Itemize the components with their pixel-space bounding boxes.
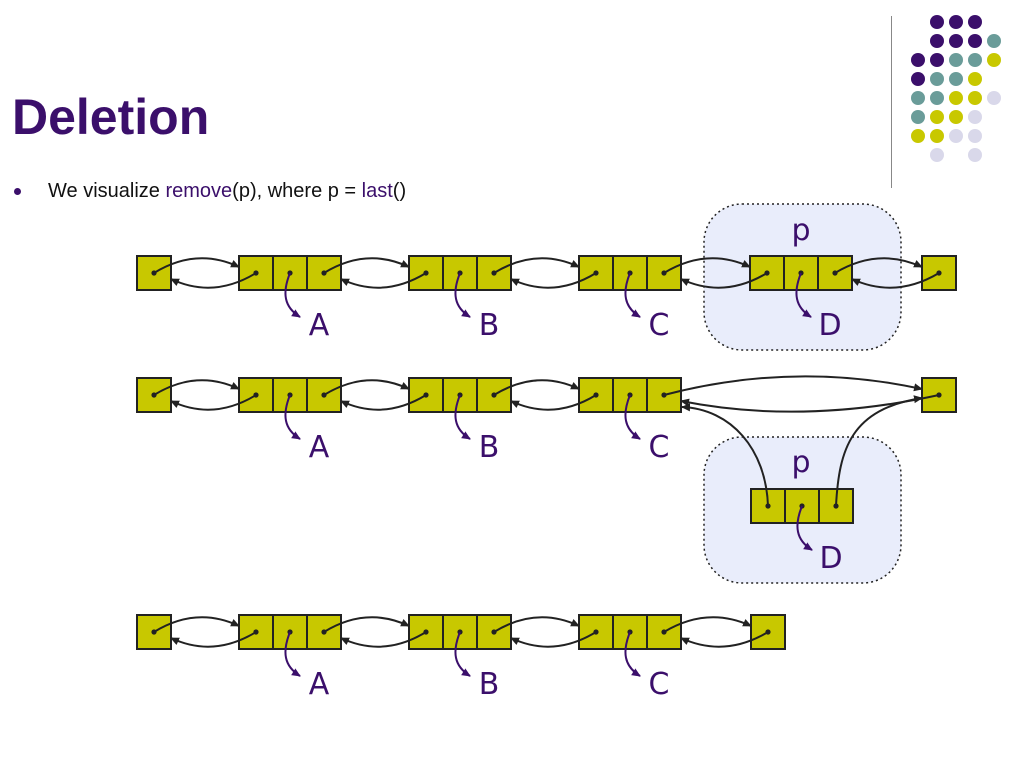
bullet-text-prefix: We visualize bbox=[48, 180, 166, 202]
row-after-next-link-1 bbox=[323, 616, 410, 633]
row-before-node-d-elem-label: D bbox=[818, 308, 841, 343]
row-before-node-b-elem-arrow bbox=[454, 272, 471, 318]
decor-dot bbox=[930, 53, 944, 67]
bullet-fn-remove: remove bbox=[165, 180, 233, 202]
row-before-node-b-elem-label: B bbox=[479, 308, 500, 343]
position-label-detached: p bbox=[791, 445, 810, 480]
decor-dot bbox=[911, 91, 925, 105]
row-before-node-a-elem-arrow bbox=[284, 272, 301, 318]
row-after-node-c-elem-arrow bbox=[624, 631, 641, 677]
decor-dot bbox=[949, 91, 963, 105]
decor-dot bbox=[987, 53, 1001, 67]
decor-dot bbox=[930, 148, 944, 162]
position-label-top: p bbox=[791, 213, 810, 248]
row-before-trailer bbox=[921, 255, 957, 291]
row-before-next-link-3 bbox=[663, 257, 751, 274]
row-after-next-link-0 bbox=[153, 616, 240, 633]
row-after-node-a-elem-label: A bbox=[309, 667, 330, 702]
row-before-node-c-elem-arrow bbox=[624, 272, 641, 318]
row-after-node-b-elem-arrow bbox=[454, 631, 471, 677]
row-before-prev-link-trailer bbox=[851, 272, 940, 289]
decor-dot bbox=[968, 129, 982, 143]
row-during-node-c-elem-label: C bbox=[649, 430, 670, 465]
decor-dot bbox=[968, 148, 982, 162]
decor-dot bbox=[949, 53, 963, 67]
row-during-prev-link-0 bbox=[170, 394, 257, 411]
row-during-node-c-elem-arrow bbox=[624, 394, 641, 440]
decor-dot bbox=[968, 15, 982, 29]
decor-dot bbox=[949, 15, 963, 29]
detached-node-d-elem-label: D bbox=[819, 541, 842, 576]
row-during-node-a-elem-arrow bbox=[284, 394, 301, 440]
row-after-prev-link-1 bbox=[340, 631, 427, 648]
decor-divider bbox=[891, 16, 892, 188]
bullet-fn-last: last bbox=[361, 180, 393, 202]
decor-dot bbox=[968, 91, 982, 105]
decor-dot bbox=[949, 129, 963, 143]
detached-node-d-elem-arrow bbox=[796, 505, 813, 551]
decor-dot bbox=[968, 53, 982, 67]
decor-dot bbox=[930, 129, 944, 143]
decor-dot bbox=[949, 72, 963, 86]
bullet-text-mid: (p), where p = bbox=[232, 180, 362, 202]
row-before-next-link-0 bbox=[153, 257, 240, 274]
decor-dot bbox=[968, 34, 982, 48]
row-before-next-link-1 bbox=[323, 257, 410, 274]
row-after-prev-link-0 bbox=[170, 631, 257, 648]
decor-dot bbox=[987, 34, 1001, 48]
row-during-node-a-elem-label: A bbox=[309, 430, 330, 465]
row-after-next-link-2 bbox=[493, 616, 580, 633]
detached-prev-link bbox=[681, 403, 769, 507]
row-before-next-link-trailer bbox=[834, 257, 923, 274]
row-during-next-link-2 bbox=[493, 379, 580, 396]
decor-dot bbox=[911, 129, 925, 143]
decor-dot bbox=[911, 53, 925, 67]
row-during-next-link-1 bbox=[323, 379, 410, 396]
decor-dot bbox=[911, 110, 925, 124]
row-after-prev-link-2 bbox=[510, 631, 597, 648]
row-after-node-c-elem-label: C bbox=[649, 667, 670, 702]
row-after-next-link-trailer bbox=[663, 616, 752, 633]
decor-dot bbox=[968, 110, 982, 124]
row-during-next-link-0 bbox=[153, 379, 240, 396]
row-after-node-a-elem-arrow bbox=[284, 631, 301, 677]
bullet-dot-icon bbox=[14, 188, 21, 195]
decor-dot bbox=[930, 91, 944, 105]
row-during-node-b-elem-label: B bbox=[479, 430, 500, 465]
row-during-next-link-trailer bbox=[663, 375, 923, 396]
row-during-node-b-elem-arrow bbox=[454, 394, 471, 440]
row-before-node-c-elem-label: C bbox=[649, 308, 670, 343]
decor-dot bbox=[930, 72, 944, 86]
bullet-text-suffix: () bbox=[392, 180, 407, 202]
row-before-next-link-2 bbox=[493, 257, 580, 274]
decor-dot bbox=[968, 72, 982, 86]
decor-dot-grid bbox=[911, 15, 1001, 162]
decor-dot bbox=[949, 110, 963, 124]
decor-dot bbox=[987, 91, 1001, 105]
row-during-prev-link-1 bbox=[340, 394, 427, 411]
decor-dot bbox=[930, 34, 944, 48]
row-after-trailer bbox=[750, 614, 786, 650]
row-before-prev-link-2 bbox=[510, 272, 597, 289]
decor-dot bbox=[930, 15, 944, 29]
decor-dot bbox=[949, 34, 963, 48]
row-before-prev-link-1 bbox=[340, 272, 427, 289]
bullet-item: We visualize remove(p), where p = last() bbox=[14, 180, 406, 203]
row-before-node-a-elem-label: A bbox=[309, 308, 330, 343]
row-before-prev-link-3 bbox=[680, 272, 768, 289]
detached-next-link bbox=[835, 395, 923, 507]
row-after-prev-link-trailer bbox=[680, 631, 769, 648]
row-during-prev-link-2 bbox=[510, 394, 597, 411]
decor-dot bbox=[930, 110, 944, 124]
row-before-prev-link-0 bbox=[170, 272, 257, 289]
row-before-node-d-elem-arrow bbox=[795, 272, 812, 318]
decor-dot bbox=[911, 72, 925, 86]
row-after-node-b-elem-label: B bbox=[479, 667, 500, 702]
row-before-node-d-prev-cell bbox=[749, 255, 785, 291]
row-after-node-b-prev-cell bbox=[408, 614, 444, 650]
slide-title: Deletion bbox=[12, 89, 210, 145]
